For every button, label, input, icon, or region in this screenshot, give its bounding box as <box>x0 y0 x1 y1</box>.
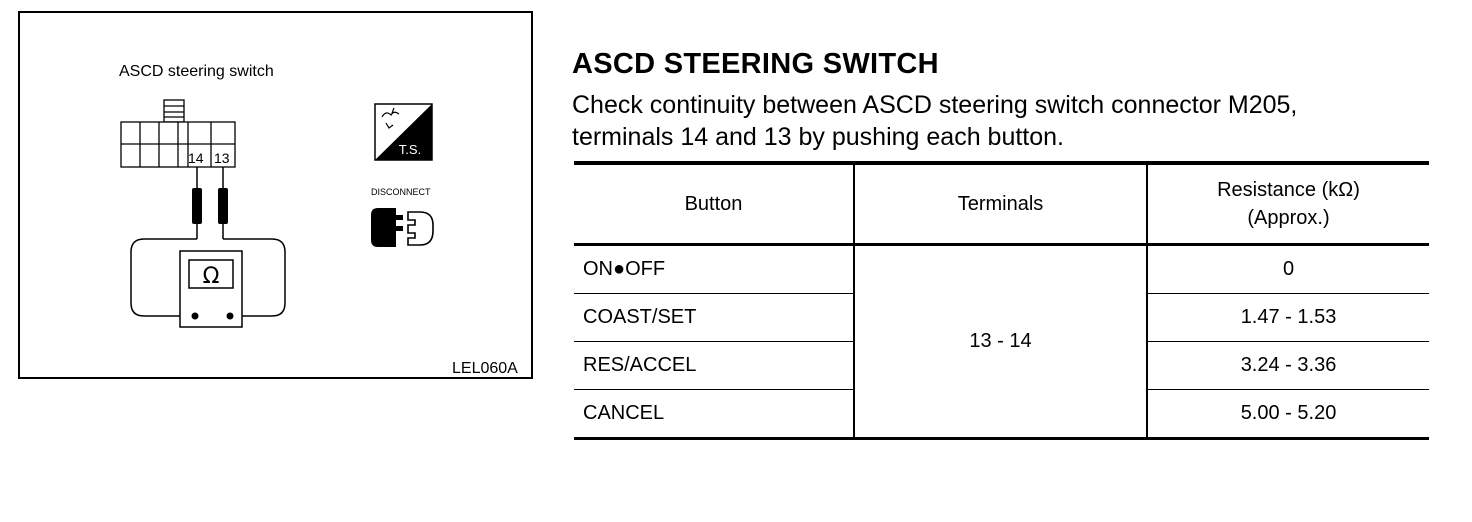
connector-m205 <box>120 121 236 168</box>
header-resistance-approx: (Approx.) <box>1247 207 1330 229</box>
ts-icon-label: T.S. <box>399 142 421 157</box>
instruction-text: Check continuity between ASCD steering s… <box>572 89 1452 153</box>
header-resistance-unit: Resistance (kΩ) <box>1217 179 1360 201</box>
test-probe-left <box>192 167 202 239</box>
table-row: RES/ACCEL 3.24 - 3.36 <box>574 341 1429 390</box>
button-cell: COAST/SET <box>574 293 854 342</box>
table-row: COAST/SET 1.47 - 1.53 <box>574 293 1429 342</box>
table-row: ON●OFF 13 - 14 0 <box>574 244 1429 440</box>
resistance-cell: 0 <box>1147 244 1429 294</box>
ohmmeter <box>179 250 243 328</box>
figure-caption: ASCD steering switch <box>119 63 274 80</box>
header-terminals: Terminals <box>853 161 1148 246</box>
figure-code: LEL060A <box>452 360 518 377</box>
instruction-line-1: Check continuity between ASCD steering s… <box>572 91 1298 119</box>
resistance-spec-table: Button Terminals Resistance (kΩ) (Approx… <box>574 161 1429 440</box>
instruction-line-2: terminals 14 and 13 by pushing each butt… <box>572 123 1065 151</box>
disconnect-connector-icon <box>371 208 434 247</box>
button-cell: CANCEL <box>574 389 854 440</box>
section-title: ASCD STEERING SWITCH <box>572 48 939 80</box>
header-button: Button <box>574 161 854 246</box>
table-header-row: Button Terminals Resistance (kΩ) (Approx… <box>574 161 1429 246</box>
wiring-diagram: ASCD steering switch 14 13 <box>119 63 518 377</box>
test-probe-right <box>218 167 228 239</box>
wiring-figure: ASCD steering switch 14 13 <box>18 11 533 379</box>
resistance-cell: 5.00 - 5.20 <box>1147 389 1429 440</box>
meter-leads <box>130 238 286 317</box>
disconnect-label: DISCONNECT <box>371 187 431 197</box>
trouble-shooting-icon <box>374 103 433 161</box>
button-cell: RES/ACCEL <box>574 341 854 390</box>
table-row: CANCEL 5.00 - 5.20 <box>574 389 1429 440</box>
button-cell: ON●OFF <box>574 244 854 294</box>
resistance-cell: 1.47 - 1.53 <box>1147 293 1429 342</box>
terminals-cell: 13 - 14 <box>853 244 1148 440</box>
connector-latch <box>163 99 185 123</box>
terminal-14-label: 14 <box>188 150 204 166</box>
terminal-13-label: 13 <box>214 150 230 166</box>
resistance-cell: 3.24 - 3.36 <box>1147 341 1429 390</box>
header-resistance: Resistance (kΩ) (Approx.) <box>1147 161 1429 246</box>
ohm-symbol: Ω <box>203 264 220 289</box>
